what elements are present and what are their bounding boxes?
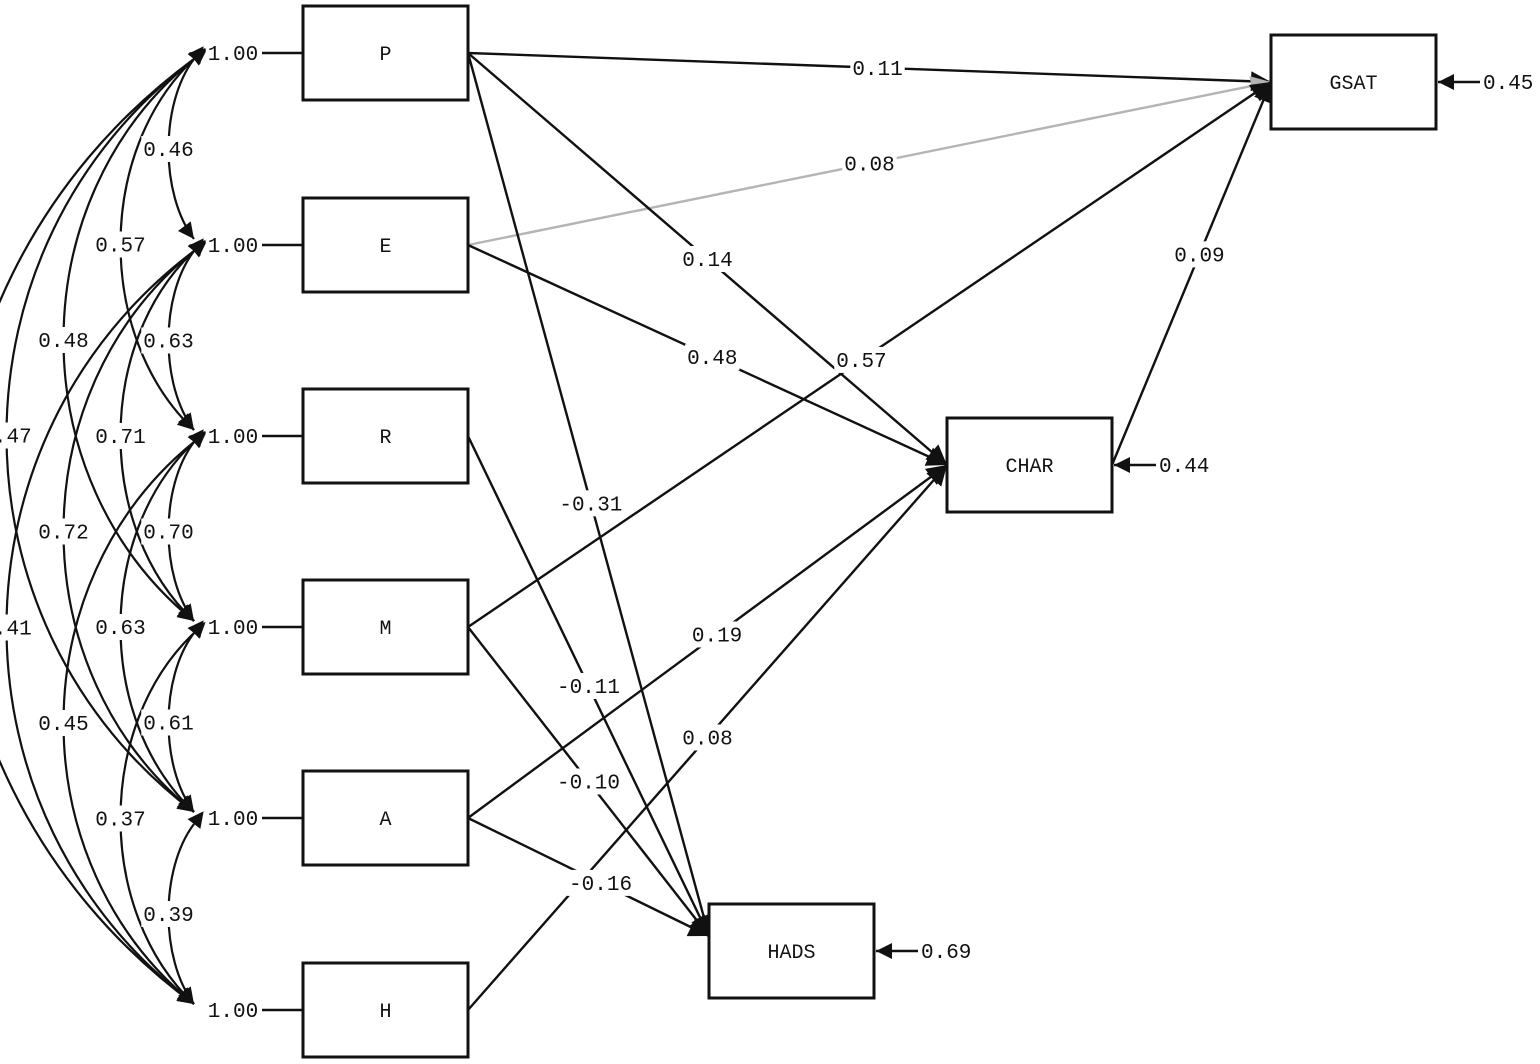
box-p-label: P bbox=[379, 44, 391, 67]
path-label-p-gsat-bg bbox=[850, 54, 905, 81]
box-e-label: E bbox=[379, 236, 391, 259]
covariance-label-e-m-bg bbox=[93, 423, 148, 449]
variance-p-bg bbox=[205, 40, 261, 66]
covariance-label-e-a-bg bbox=[36, 518, 91, 545]
variance-h: 1.00 bbox=[208, 1001, 258, 1024]
path-label-e-char: 0.48 bbox=[687, 348, 737, 371]
covariance-label-e-h-bg bbox=[0, 614, 34, 641]
covariance-label-r-h-bg bbox=[36, 710, 91, 736]
path-label-m-hads-bg bbox=[555, 768, 622, 795]
covariance-label-p-r-bg bbox=[93, 231, 148, 258]
box-m bbox=[301, 578, 470, 676]
node-layer: P E R M A H GSAT CHAR HADS bbox=[301, 4, 1438, 1059]
covariance-label-p-a-bg bbox=[0, 422, 34, 449]
box-char bbox=[945, 416, 1114, 514]
path-label-m-gsat: 0.57 bbox=[836, 351, 886, 374]
path-label-p-hads: -0.31 bbox=[559, 494, 622, 517]
path-label-r-hads-bg bbox=[555, 673, 622, 699]
covariance-label-e-m: 0.71 bbox=[95, 427, 145, 450]
covariance-label-m-a: 0.61 bbox=[143, 714, 193, 737]
box-a bbox=[301, 769, 470, 867]
box-r bbox=[301, 387, 470, 485]
covariance-label-r-m: 0.70 bbox=[143, 523, 193, 546]
box-p bbox=[301, 4, 470, 102]
error-char: 0.44 bbox=[1159, 456, 1209, 479]
path-label-e-gsat-bg bbox=[842, 150, 897, 177]
path-label-h-char-bg bbox=[680, 724, 735, 751]
covariance-label-p-e-bg bbox=[141, 136, 196, 162]
path-char-gsat bbox=[1110, 81, 1273, 466]
path-label-r-hads: -0.11 bbox=[557, 677, 620, 700]
box-e bbox=[301, 196, 470, 294]
label-layer: 1.00 1.00 1.00 1.00 1.00 1.00 0.45 0.44 0.69 0.46… bbox=[0, 40, 1533, 1024]
covariance-label-m-a-bg bbox=[141, 709, 196, 736]
covariance-label-a-h: 0.39 bbox=[143, 905, 193, 928]
covariance-label-p-r: 0.57 bbox=[95, 236, 145, 259]
covariance-label-p-e: 0.46 bbox=[143, 140, 193, 163]
box-char-label: CHAR bbox=[1005, 456, 1053, 479]
box-hads-label: HADS bbox=[767, 942, 815, 965]
covariance-label-r-h: 0.45 bbox=[38, 714, 88, 737]
box-m-label: M bbox=[379, 618, 391, 641]
error-gsat: 0.45 bbox=[1483, 73, 1533, 96]
variance-a: 1.00 bbox=[208, 809, 258, 832]
covariance-label-e-r-bg bbox=[141, 327, 196, 354]
path-label-e-char-bg bbox=[685, 344, 740, 371]
path-label-a-hads: -0.16 bbox=[569, 874, 632, 897]
box-gsat bbox=[1269, 33, 1438, 131]
covariance-label-r-m-bg bbox=[141, 518, 196, 545]
box-h-label: H bbox=[379, 1001, 391, 1024]
variance-p: 1.00 bbox=[208, 44, 258, 67]
path-label-e-gsat: 0.08 bbox=[844, 155, 894, 178]
variance-a-bg bbox=[205, 805, 261, 831]
variance-e: 1.00 bbox=[208, 236, 258, 259]
path-label-m-gsat-bg bbox=[834, 346, 889, 373]
covariance-label-e-r: 0.63 bbox=[143, 332, 193, 355]
covariance-label-e-a: 0.72 bbox=[38, 523, 88, 546]
box-a-label: A bbox=[379, 809, 391, 832]
path-label-h-char: 0.08 bbox=[682, 729, 732, 752]
covariance-label-a-h-bg bbox=[141, 901, 196, 927]
box-hads bbox=[707, 902, 876, 1000]
box-h bbox=[301, 961, 470, 1059]
covariance-label-p-m-bg bbox=[36, 327, 91, 353]
box-gsat-label: GSAT bbox=[1329, 73, 1377, 96]
covariance-label-r-a-bg bbox=[93, 614, 148, 640]
variance-e-bg bbox=[205, 232, 261, 258]
path-label-a-char-bg bbox=[689, 621, 745, 648]
covariance-label-m-h: 0.37 bbox=[95, 810, 145, 833]
covariance-label-e-h: 0.41 bbox=[0, 619, 32, 642]
path-label-char-gsat: 0.09 bbox=[1174, 245, 1224, 268]
path-label-p-hads-bg bbox=[557, 490, 625, 517]
path-label-p-gsat: 0.11 bbox=[852, 59, 902, 82]
error-hads: 0.69 bbox=[921, 942, 971, 965]
variance-m: 1.00 bbox=[208, 618, 258, 641]
covariance-p-h bbox=[0, 49, 207, 1005]
path-label-a-char: 0.19 bbox=[692, 625, 742, 648]
covariance-label-r-a: 0.63 bbox=[95, 618, 145, 641]
covariance-label-p-m: 0.48 bbox=[38, 331, 88, 354]
path-label-a-hads-bg bbox=[567, 869, 635, 896]
path-label-char-gsat-bg bbox=[1172, 241, 1227, 268]
box-r-label: R bbox=[379, 427, 391, 450]
covariance-label-p-a: 0.47 bbox=[0, 427, 32, 450]
path-label-m-hads: -0.10 bbox=[557, 773, 620, 796]
covariance-label-m-h-bg bbox=[93, 805, 148, 832]
path-label-p-char: 0.14 bbox=[682, 250, 732, 273]
variance-h-bg bbox=[205, 997, 261, 1023]
path-label-p-char-bg bbox=[680, 246, 735, 272]
variance-m-bg bbox=[205, 614, 261, 640]
variance-r-bg bbox=[205, 423, 261, 449]
variance-r: 1.00 bbox=[208, 427, 258, 450]
